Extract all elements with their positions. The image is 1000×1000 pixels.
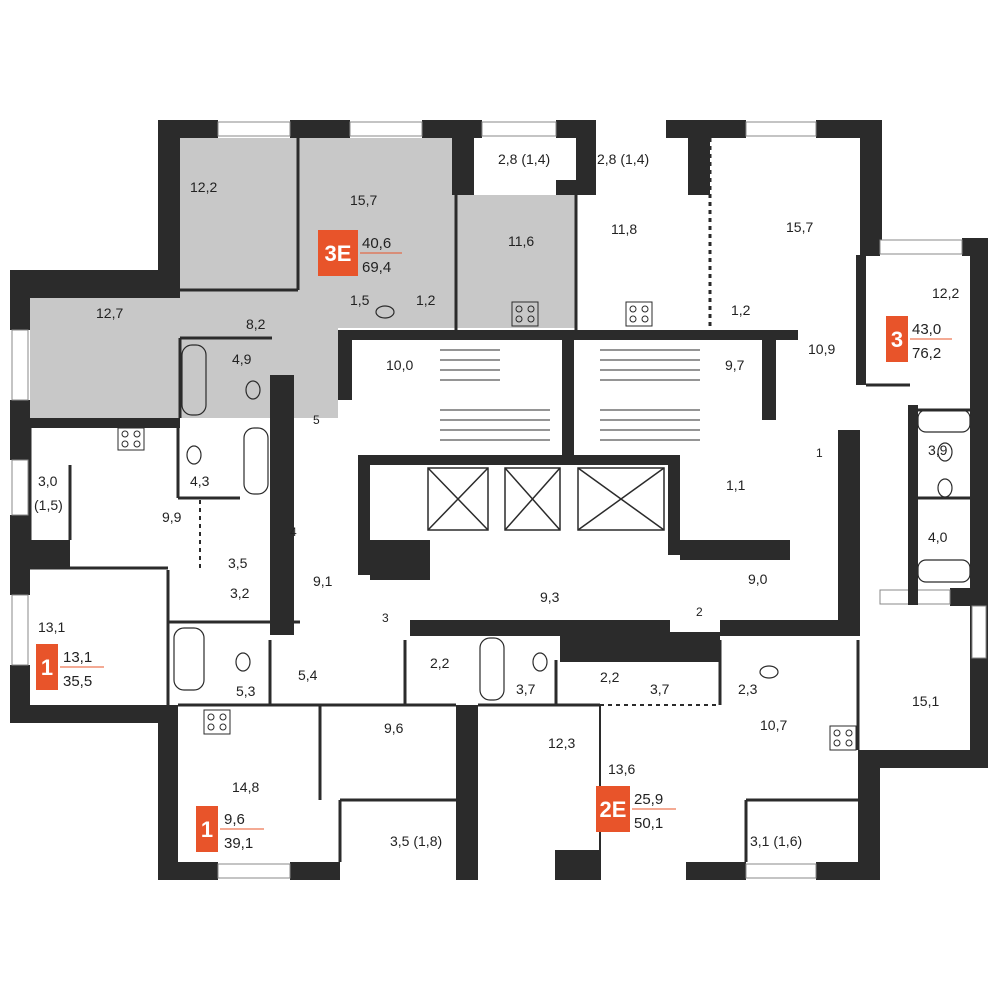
room-area: 11,8	[611, 221, 637, 237]
room-area: 12,3	[548, 735, 575, 751]
room-area: 11,6	[508, 233, 534, 249]
room-area: 8,2	[246, 316, 266, 332]
room-area: 3,7	[516, 681, 536, 697]
room-area: 12,7	[96, 305, 123, 321]
balcony-area: 3,1 (1,6)	[750, 833, 802, 849]
room-area: 1,2	[731, 302, 751, 318]
room-area: 9,0	[748, 571, 768, 587]
windows	[11, 121, 987, 879]
toilet-icon	[235, 652, 251, 672]
room-area: 1,2	[416, 292, 436, 308]
balcony-area: 2,8 (1,4)	[498, 151, 550, 167]
corridor-number: 4	[290, 525, 297, 539]
total-area: 76,2	[912, 345, 941, 362]
apartment-type: 1	[201, 817, 213, 842]
bathtub-icon	[181, 344, 207, 416]
apartment-badge-1-left[interactable]: 1 13,1 35,5	[36, 644, 104, 690]
total-area: 35,5	[63, 673, 92, 690]
room-area: 2,2	[600, 669, 620, 685]
highlighted-apartment[interactable]	[30, 138, 576, 418]
bathtub-icon	[917, 559, 971, 583]
balcony-area: 3,0	[38, 473, 58, 489]
living-area: 25,9	[634, 791, 663, 808]
room-area: 10,7	[760, 717, 787, 733]
total-area: 50,1	[634, 815, 663, 832]
room-area: 9,7	[725, 357, 745, 373]
bathtub-icon	[917, 409, 971, 433]
room-area: 3,2	[230, 585, 250, 601]
room-area: 2,2	[430, 655, 450, 671]
apartment-type: 3Е	[325, 241, 352, 266]
room-area: 1,1	[726, 477, 746, 493]
fixtures	[173, 305, 971, 701]
stove-icon	[625, 301, 653, 327]
room-labels: 12,2 15,7 2,8 (1,4) 2,8 (1,4) 11,6 11,8 …	[34, 151, 959, 849]
corridor-number: 2	[696, 605, 703, 619]
living-area: 13,1	[63, 649, 92, 666]
living-area: 40,6	[362, 235, 391, 252]
room-area: 14,8	[232, 779, 259, 795]
room-area: 4,0	[928, 529, 948, 545]
outer-walls	[10, 120, 988, 880]
room-area: 15,7	[350, 192, 377, 208]
stove-icon	[117, 427, 145, 451]
toilet-icon	[937, 478, 953, 498]
apartment-badge-2e[interactable]: 2Е 25,9 50,1	[596, 786, 676, 832]
apartment-type: 1	[41, 655, 53, 680]
room-area: 9,6	[384, 720, 404, 736]
room-area: 5,3	[236, 683, 256, 699]
stove-icon	[829, 725, 857, 751]
room-area: 12,2	[932, 285, 959, 301]
bathtub-icon	[243, 427, 269, 495]
toilet-icon	[532, 652, 548, 672]
bathtub-icon	[173, 627, 205, 691]
room-area: 4,9	[232, 351, 252, 367]
room-area: 3,7	[650, 681, 670, 697]
living-area: 43,0	[912, 321, 941, 338]
room-area: 15,1	[912, 693, 939, 709]
stove-icon	[203, 709, 231, 735]
stove-icon	[511, 301, 539, 327]
bathtub-icon	[479, 637, 505, 701]
corridor-number: 1	[816, 446, 823, 460]
total-area: 39,1	[224, 835, 253, 852]
toilet-icon	[186, 445, 202, 465]
room-area: 5,4	[298, 667, 318, 683]
room-area: 9,1	[313, 573, 333, 589]
room-area: 9,3	[540, 589, 560, 605]
stairs	[440, 349, 700, 441]
room-area: 13,1	[38, 619, 65, 635]
balcony-area: 2,8 (1,4)	[597, 151, 649, 167]
room-area: 4,3	[190, 473, 210, 489]
elevators	[427, 467, 665, 531]
room-area: 1,5	[350, 292, 370, 308]
balcony-area: (1,5)	[34, 497, 63, 513]
toilet-icon	[937, 442, 953, 462]
apartment-type: 2Е	[600, 797, 627, 822]
room-area: 10,9	[808, 341, 835, 357]
room-area: 9,9	[162, 509, 182, 525]
room-area: 3,9	[928, 442, 948, 458]
total-area: 69,4	[362, 259, 391, 276]
toilet-icon	[759, 665, 779, 679]
room-area: 10,0	[386, 357, 413, 373]
apartment-type: 3	[891, 327, 903, 352]
balcony-area: 3,5 (1,8)	[390, 833, 442, 849]
toilet-icon	[375, 305, 395, 319]
toilet-icon	[245, 380, 261, 400]
room-area: 12,2	[190, 179, 217, 195]
corridor-number: 5	[313, 413, 320, 427]
apartment-badge-1-bottom[interactable]: 1 9,6 39,1	[196, 806, 264, 852]
apartment-badge-3[interactable]: 3 43,0 76,2	[886, 316, 952, 362]
room-area: 15,7	[786, 219, 813, 235]
interior-walls	[28, 138, 970, 862]
room-area: 2,3	[738, 681, 758, 697]
room-area: 3,5	[228, 555, 248, 571]
apartment-badge-3e[interactable]: 3Е 40,6 69,4	[318, 230, 402, 276]
room-area: 13,6	[608, 761, 635, 777]
living-area: 9,6	[224, 811, 245, 828]
corridor-number: 3	[382, 611, 389, 625]
stoves	[117, 301, 857, 751]
